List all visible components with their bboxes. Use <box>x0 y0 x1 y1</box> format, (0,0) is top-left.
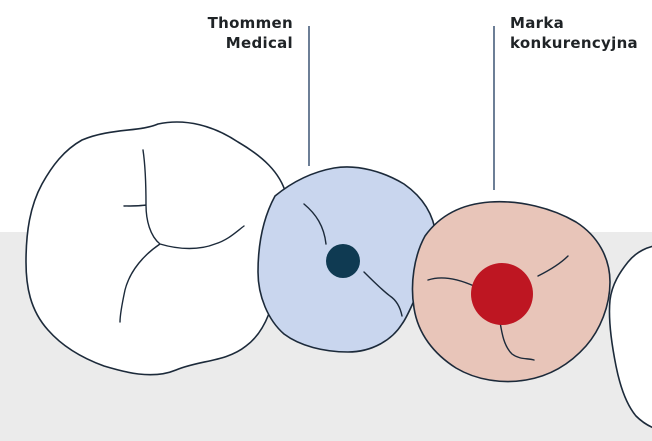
competitor-label-line2: konkurencyjna <box>510 34 638 52</box>
competitor-tooth <box>411 200 611 383</box>
competitor-tooth-fissures <box>427 255 569 361</box>
thommen-label-line2: Medical <box>225 34 293 52</box>
competitor-label: Marka konkurencyjna <box>510 13 638 53</box>
thommen-label-line1: Thommen <box>207 14 293 32</box>
competitor-implant-dot <box>471 263 533 325</box>
thommen-tooth-fissures <box>303 203 403 317</box>
thommen-label: Thommen Medical <box>208 13 293 53</box>
molar-left <box>25 121 290 376</box>
tooth-right-outline <box>608 245 652 429</box>
tooth-right-partial <box>608 245 652 429</box>
molar-left-fissures <box>119 149 245 323</box>
thommen-implant-dot <box>326 244 360 278</box>
molar-left-outline <box>25 121 290 376</box>
competitor-label-line1: Marka <box>510 14 565 32</box>
thommen-tooth <box>257 166 438 353</box>
